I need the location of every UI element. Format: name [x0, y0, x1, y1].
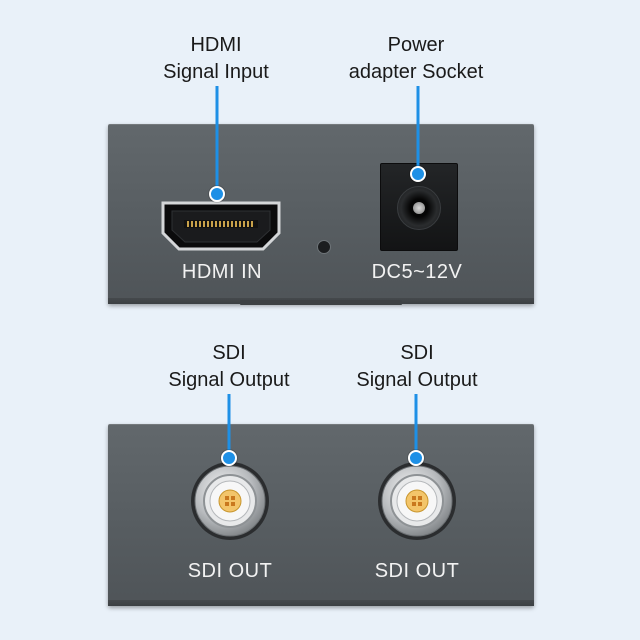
bnc-connector-icon	[191, 462, 269, 540]
converter-output-panel	[108, 424, 534, 606]
sdi-left-leader-dot	[221, 450, 237, 466]
callout-line: Signal Output	[168, 369, 290, 391]
callout-line: HDMI	[190, 34, 242, 56]
sdi-out-label-2: SDI OUT	[374, 560, 460, 582]
hdmi-input-callout: HDMI Signal Input	[163, 32, 269, 86]
hdmi-port-icon	[161, 201, 281, 251]
dc-socket-pin	[413, 202, 425, 214]
hdmi-leader-line	[215, 86, 219, 194]
callout-line: Signal Input	[163, 61, 269, 83]
sdi-left-leader-line	[227, 394, 231, 458]
hdmi-leader-dot	[209, 186, 225, 202]
callout-line: SDI	[212, 342, 246, 364]
power-leader-dot	[410, 166, 426, 182]
sdi-out-label-1: SDI OUT	[187, 560, 273, 582]
callout-line: SDI	[400, 342, 434, 364]
power-leader-line	[416, 86, 420, 174]
panel-foot	[240, 300, 402, 305]
dc-power-socket-icon	[380, 163, 458, 251]
sdi-right-leader-dot	[408, 450, 424, 466]
dc-socket-ring	[397, 186, 441, 230]
callout-line: adapter Socket	[348, 61, 484, 83]
bnc-connector-icon	[378, 462, 456, 540]
hdmi-in-label: HDMI IN	[181, 261, 263, 283]
sdi-right-leader-line	[414, 394, 418, 458]
sdi-output-callout-right: SDI Signal Output	[356, 340, 477, 394]
power-callout: Power adapter Socket	[349, 32, 484, 86]
sdi-output-callout-left: SDI Signal Output	[168, 340, 289, 394]
callout-line: Signal Output	[356, 369, 478, 391]
callout-line: Power	[387, 34, 445, 56]
indicator-hole	[317, 240, 331, 254]
dc-in-label: DC5~12V	[371, 261, 463, 283]
